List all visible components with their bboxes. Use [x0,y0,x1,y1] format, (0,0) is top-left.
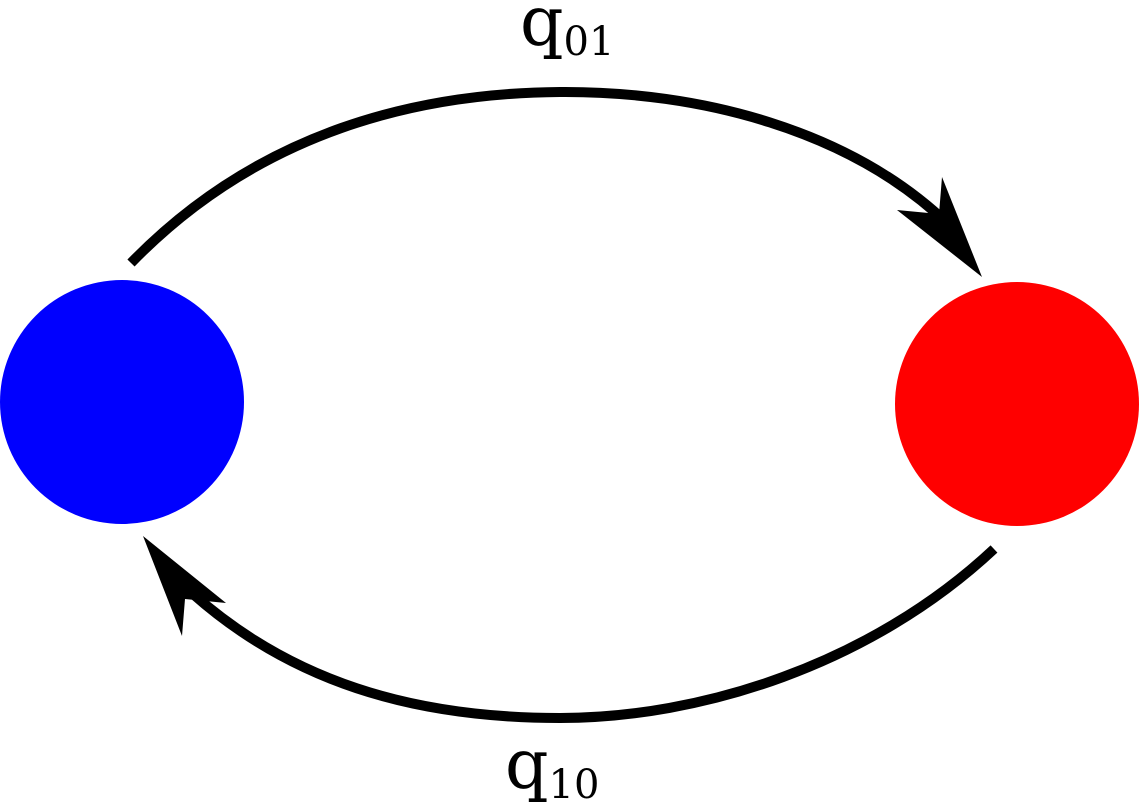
rate-label-01-subscript: 01 [564,19,615,65]
rate-label-01: q01 [520,0,614,65]
state-0-node [0,280,244,524]
transition-1-to-0-arrow [189,545,998,724]
transition-0-to-1-arrow [127,86,952,267]
rate-label-10: q10 [505,726,599,808]
rate-label-10-subscript: 10 [549,762,600,808]
rate-label-10-symbol: q [505,726,549,805]
transition-1-to-0-arrowhead [143,536,226,636]
rate-label-01-symbol: q [520,0,564,62]
state-1-node [895,282,1139,526]
transition-0-to-1-arrowhead [897,177,982,277]
